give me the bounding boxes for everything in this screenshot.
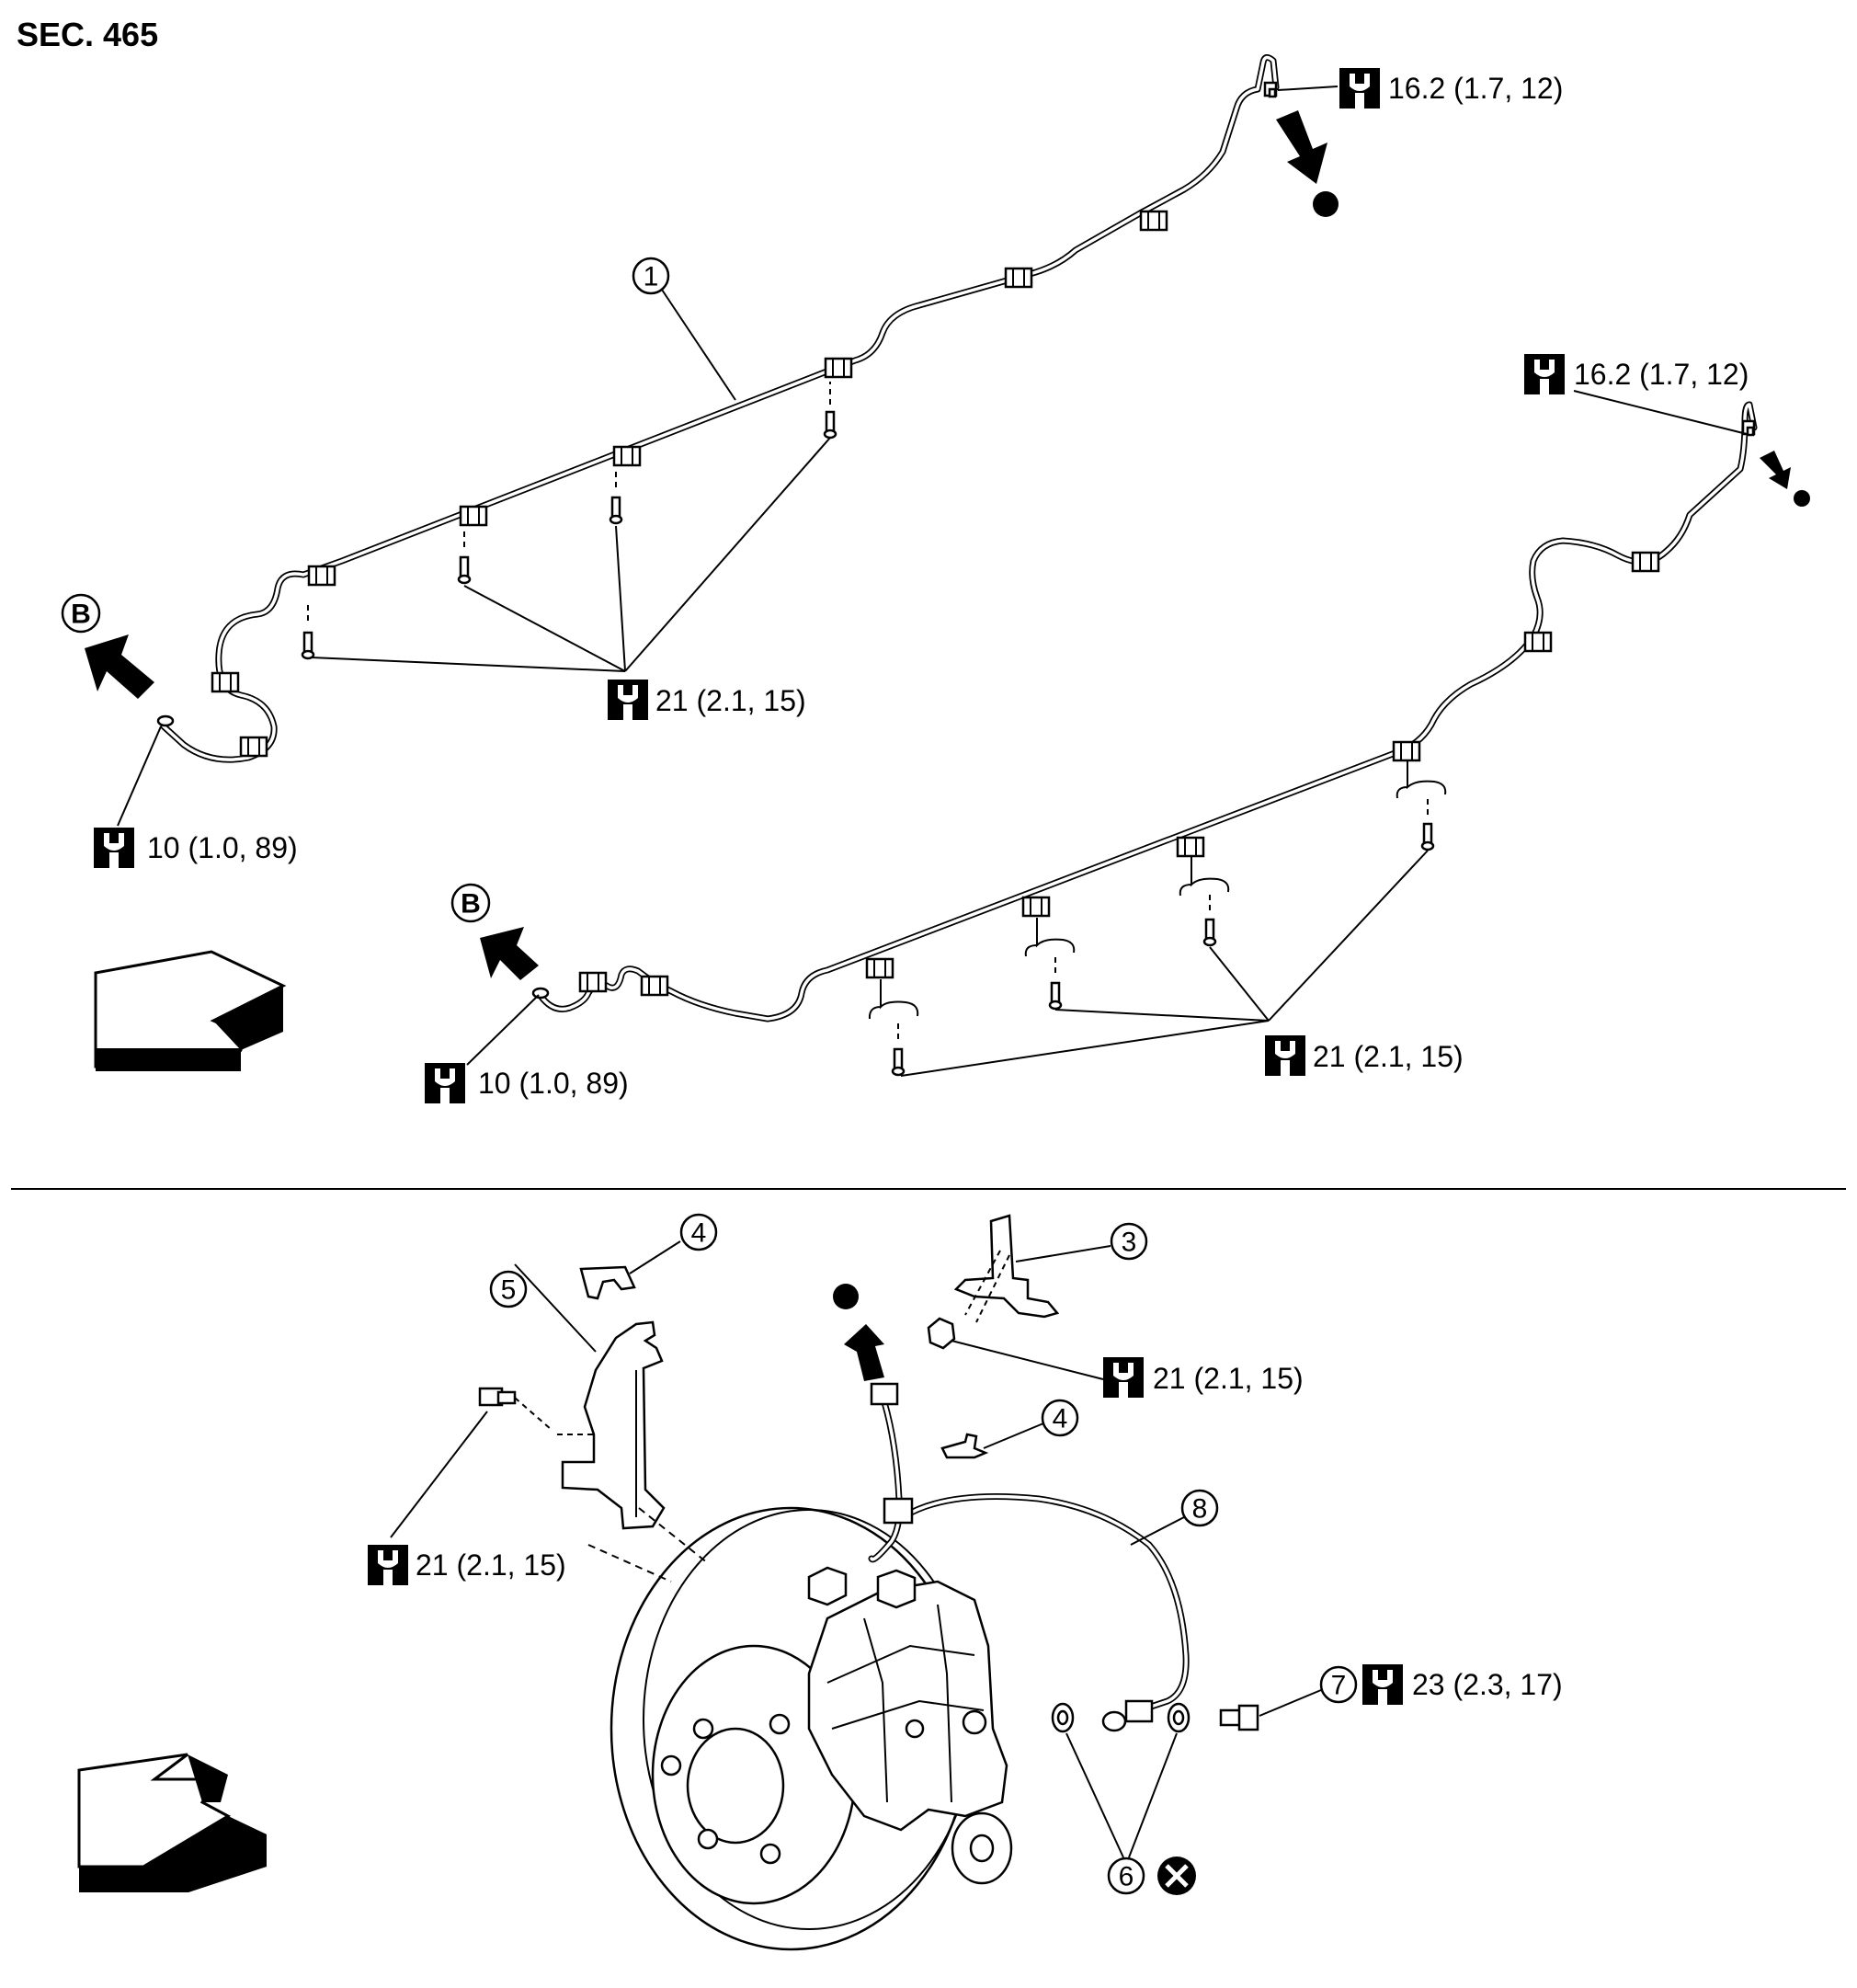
torque-wrench-icon: [1265, 1035, 1305, 1076]
lock-plate-lower: 4: [940, 1399, 1079, 1459]
svg-text:21 (2.1, 15): 21 (2.1, 15): [655, 684, 806, 717]
svg-text:5: 5: [501, 1275, 517, 1306]
torque-wrench-icon: [94, 828, 134, 868]
svg-text:21 (2.1, 15): 21 (2.1, 15): [1313, 1040, 1464, 1073]
bracket-bolt: [390, 1387, 553, 1538]
front-brake-tube-upper: [156, 54, 1280, 763]
callout-6: 6: [1065, 1732, 1196, 1895]
callout-7: 7 23 (2.3, 17): [1259, 1664, 1563, 1717]
do-not-reuse-icon: [1157, 1857, 1196, 1895]
connection-point-icon: [833, 1284, 859, 1309]
torque-wrench-icon: [608, 680, 648, 720]
torque-clamp-lower: 21 (2.1, 15): [1265, 1035, 1464, 1076]
connection-arrow-hose: [833, 1284, 884, 1381]
svg-text:B: B: [461, 889, 481, 920]
svg-text:7: 7: [1331, 1671, 1347, 1701]
lower-clamp-leaders: [900, 850, 1429, 1077]
to-b-arrow-upper: B: [61, 593, 154, 699]
svg-text:3: 3: [1122, 1228, 1137, 1258]
torque-end-upper: 10 (1.0, 89): [94, 726, 298, 868]
front-direction-arrow-icon-lower: [77, 1753, 267, 1892]
lock-plate-upper: 4: [579, 1213, 718, 1300]
to-b-arrow-lower: B: [450, 883, 539, 980]
copper-washers: [1051, 1702, 1191, 1733]
connection-arrow-top: [1276, 110, 1339, 217]
hose-bracket-3: 3: [927, 1214, 1148, 1380]
svg-text:21 (2.1, 15): 21 (2.1, 15): [416, 1548, 566, 1582]
torque-bracket-bolt: 21 (2.1, 15): [368, 1545, 566, 1585]
svg-text:8: 8: [1192, 1494, 1208, 1525]
svg-text:21 (2.1, 15): 21 (2.1, 15): [1153, 1362, 1304, 1395]
svg-text:10 (1.0, 89): 10 (1.0, 89): [478, 1067, 629, 1100]
torque-clamp-upper: 21 (2.1, 15): [608, 680, 806, 720]
torque-wrench-icon: [368, 1545, 408, 1585]
callout-8: 8: [1130, 1489, 1219, 1546]
hose-bracket-5: 5: [489, 1263, 709, 1582]
torque-top-right: 16.2 (1.7, 12): [1277, 68, 1563, 109]
brake-caliper: [807, 1566, 1013, 1885]
connection-point-icon: [1794, 490, 1810, 507]
callout-1: 1: [632, 257, 736, 401]
union-bolt: [1219, 1704, 1259, 1731]
svg-text:4: 4: [1053, 1404, 1068, 1434]
svg-text:23 (2.3, 17): 23 (2.3, 17): [1412, 1668, 1563, 1701]
connection-point-icon: [1313, 191, 1339, 217]
svg-text:4: 4: [691, 1218, 707, 1249]
svg-text:10 (1.0, 89): 10 (1.0, 89): [147, 831, 298, 864]
connection-arrow-right: [1760, 451, 1810, 507]
section-label: SEC. 465: [17, 16, 158, 53]
svg-text:16.2 (1.7, 12): 16.2 (1.7, 12): [1574, 358, 1749, 391]
svg-text:1: 1: [644, 262, 659, 292]
front-brake-tube-lower: [531, 401, 1758, 1077]
torque-wrench-icon: [1524, 354, 1565, 394]
torque-right-upper: 16.2 (1.7, 12): [1524, 354, 1749, 435]
torque-wrench-icon: [1339, 68, 1380, 109]
svg-text:16.2 (1.7, 12): 16.2 (1.7, 12): [1388, 72, 1563, 105]
torque-end-lower: 10 (1.0, 89): [425, 994, 629, 1103]
upper-clamp-leaders: [310, 437, 831, 672]
torque-wrench-icon: [1103, 1357, 1144, 1398]
svg-text:6: 6: [1119, 1862, 1134, 1892]
torque-wrench-icon: [1362, 1664, 1403, 1705]
front-direction-arrow-icon-upper: [94, 950, 287, 1071]
torque-wrench-icon: [425, 1063, 465, 1103]
svg-text:B: B: [71, 600, 91, 630]
torque-bracket-nut: 21 (2.1, 15): [1103, 1357, 1304, 1398]
